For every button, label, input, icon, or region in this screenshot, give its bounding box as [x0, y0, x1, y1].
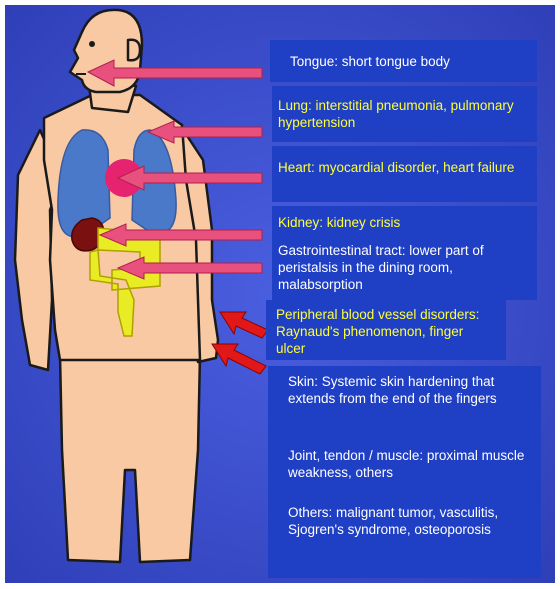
label-vessel: Peripheral blood vessel disorders: Rayna…: [276, 306, 481, 357]
label-heart: Heart: myocardial disorder, heart failur…: [278, 159, 518, 176]
eye: [89, 41, 95, 47]
label-joint: Joint, tendon / muscle: proximal muscle …: [288, 447, 528, 481]
label-skin: Skin: Systemic skin hardening that exten…: [288, 373, 528, 407]
label-gi: Gastrointestinal tract: lower part of pe…: [278, 242, 528, 293]
label-lung: Lung: interstitial pneumonia, pulmonary …: [278, 97, 518, 131]
label-kidney: Kidney: kidney crisis: [278, 214, 518, 231]
label-others: Others: malignant tumor, vasculitis, Sjo…: [288, 504, 528, 538]
ear: [128, 40, 140, 61]
label-tongue: Tongue: short tongue body: [290, 53, 530, 70]
